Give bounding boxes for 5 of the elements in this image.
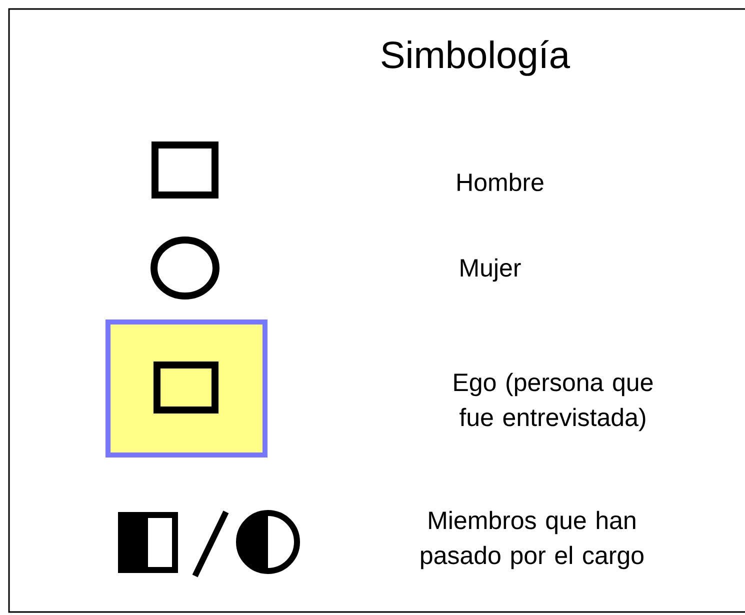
title: Simbología (382, 40, 570, 76)
legend-text: Mujer (460, 258, 521, 282)
legend-text: Ego (persona que fue entrevistada) (454, 372, 653, 432)
legend-text: Hombre (458, 172, 544, 192)
legend-text: Miembros que han pasado por el cargo (421, 510, 644, 570)
